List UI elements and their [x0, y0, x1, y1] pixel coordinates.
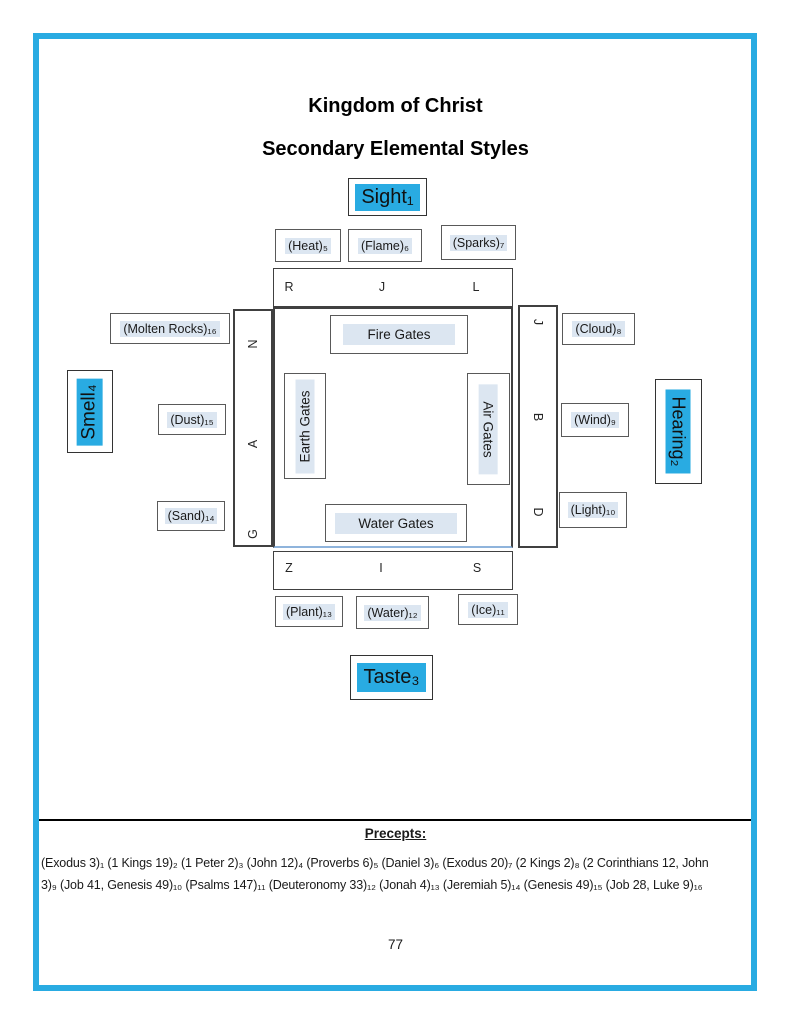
element-box-light: (Light)₁₀ [559, 492, 627, 528]
gate-box-fire: Fire Gates [330, 315, 468, 354]
letter-left-n: N [246, 339, 260, 349]
precepts-heading: Precepts: [364, 826, 427, 841]
letter-bottom-i: I [379, 561, 383, 575]
precepts-divider-line [39, 819, 751, 821]
letter-right-j: J [531, 318, 545, 326]
page-number: 77 [387, 937, 404, 952]
sense-taste-label: Taste₃ [356, 663, 427, 692]
letter-strip-left: N A G [233, 309, 273, 547]
letter-left-g: G [246, 529, 260, 539]
element-molten-rocks-label: (Molten Rocks)₁₆ [120, 320, 220, 337]
element-heat-label: (Heat)₅ [285, 237, 331, 254]
precepts-text: (Exodus 3)₁ (1 Kings 19)₂ (1 Peter 2)₃ (… [41, 852, 709, 896]
sense-smell-label: Smell₄ [77, 377, 104, 446]
element-dust-label: (Dust)₁₅ [167, 411, 217, 428]
gate-box-earth: Earth Gates [284, 373, 326, 479]
element-box-wind: (Wind)₉ [561, 403, 629, 437]
element-sand-label: (Sand)₁₄ [164, 508, 218, 524]
letter-right-d: D [531, 507, 545, 517]
letter-bottom-z: Z [285, 561, 293, 575]
element-box-water: (Water)₁₂ [356, 596, 429, 629]
letter-strip-bottom: Z I S [273, 551, 513, 590]
sense-box-sight: Sight₁ [348, 178, 427, 216]
element-box-ice: (Ice)₁₁ [458, 594, 518, 625]
letter-top-l: L [472, 280, 480, 294]
element-plant-label: (Plant)₁₃ [282, 603, 336, 620]
element-light-label: (Light)₁₀ [567, 502, 619, 518]
letter-top-r: R [284, 280, 294, 294]
element-flame-label: (Flame)₆ [357, 237, 413, 254]
element-box-molten-rocks: (Molten Rocks)₁₆ [110, 313, 230, 344]
letter-strip-top: R J L [273, 268, 513, 307]
sense-hearing-label: Hearing₂ [666, 389, 691, 474]
element-cloud-label: (Cloud)₈ [572, 321, 625, 337]
gate-water-label: Water Gates [335, 512, 457, 534]
element-box-sand: (Sand)₁₄ [157, 501, 225, 531]
element-box-plant: (Plant)₁₃ [275, 596, 343, 627]
sense-box-smell: Smell₄ [67, 370, 113, 453]
element-wind-label: (Wind)₉ [571, 412, 619, 428]
element-box-sparks: (Sparks)₇ [441, 225, 516, 260]
gate-air-label: Air Gates [479, 383, 498, 475]
sense-sight-label: Sight₁ [355, 183, 420, 211]
letter-strip-right: J B D [518, 305, 558, 548]
gate-earth-label: Earth Gates [295, 378, 315, 474]
letter-left-a: A [246, 439, 260, 449]
precepts-line-1: (Exodus 3)₁ (1 Kings 19)₂ (1 Peter 2)₃ (… [41, 856, 709, 870]
precepts-line-2: 3)₉ (Job 41, Genesis 49)₁₀ (Psalms 147)₁… [41, 878, 703, 892]
gate-box-air: Air Gates [467, 373, 510, 485]
letter-bottom-s: S [472, 561, 482, 575]
page-subtitle: Secondary Elemental Styles [262, 138, 529, 160]
element-box-flame: (Flame)₆ [348, 229, 422, 262]
element-box-dust: (Dust)₁₅ [158, 404, 226, 435]
gate-fire-label: Fire Gates [343, 324, 455, 345]
element-water-label: (Water)₁₂ [364, 604, 421, 621]
element-ice-label: (Ice)₁₁ [468, 601, 508, 618]
gate-box-water: Water Gates [325, 504, 467, 542]
element-box-heat: (Heat)₅ [275, 229, 341, 262]
sense-box-hearing: Hearing₂ [655, 379, 702, 484]
letter-top-j: J [378, 280, 386, 294]
letter-right-b: B [531, 412, 545, 422]
element-sparks-label: (Sparks)₇ [449, 234, 508, 251]
page-title: Kingdom of Christ [308, 95, 483, 117]
element-box-cloud: (Cloud)₈ [562, 313, 635, 345]
sense-box-taste: Taste₃ [350, 655, 433, 700]
